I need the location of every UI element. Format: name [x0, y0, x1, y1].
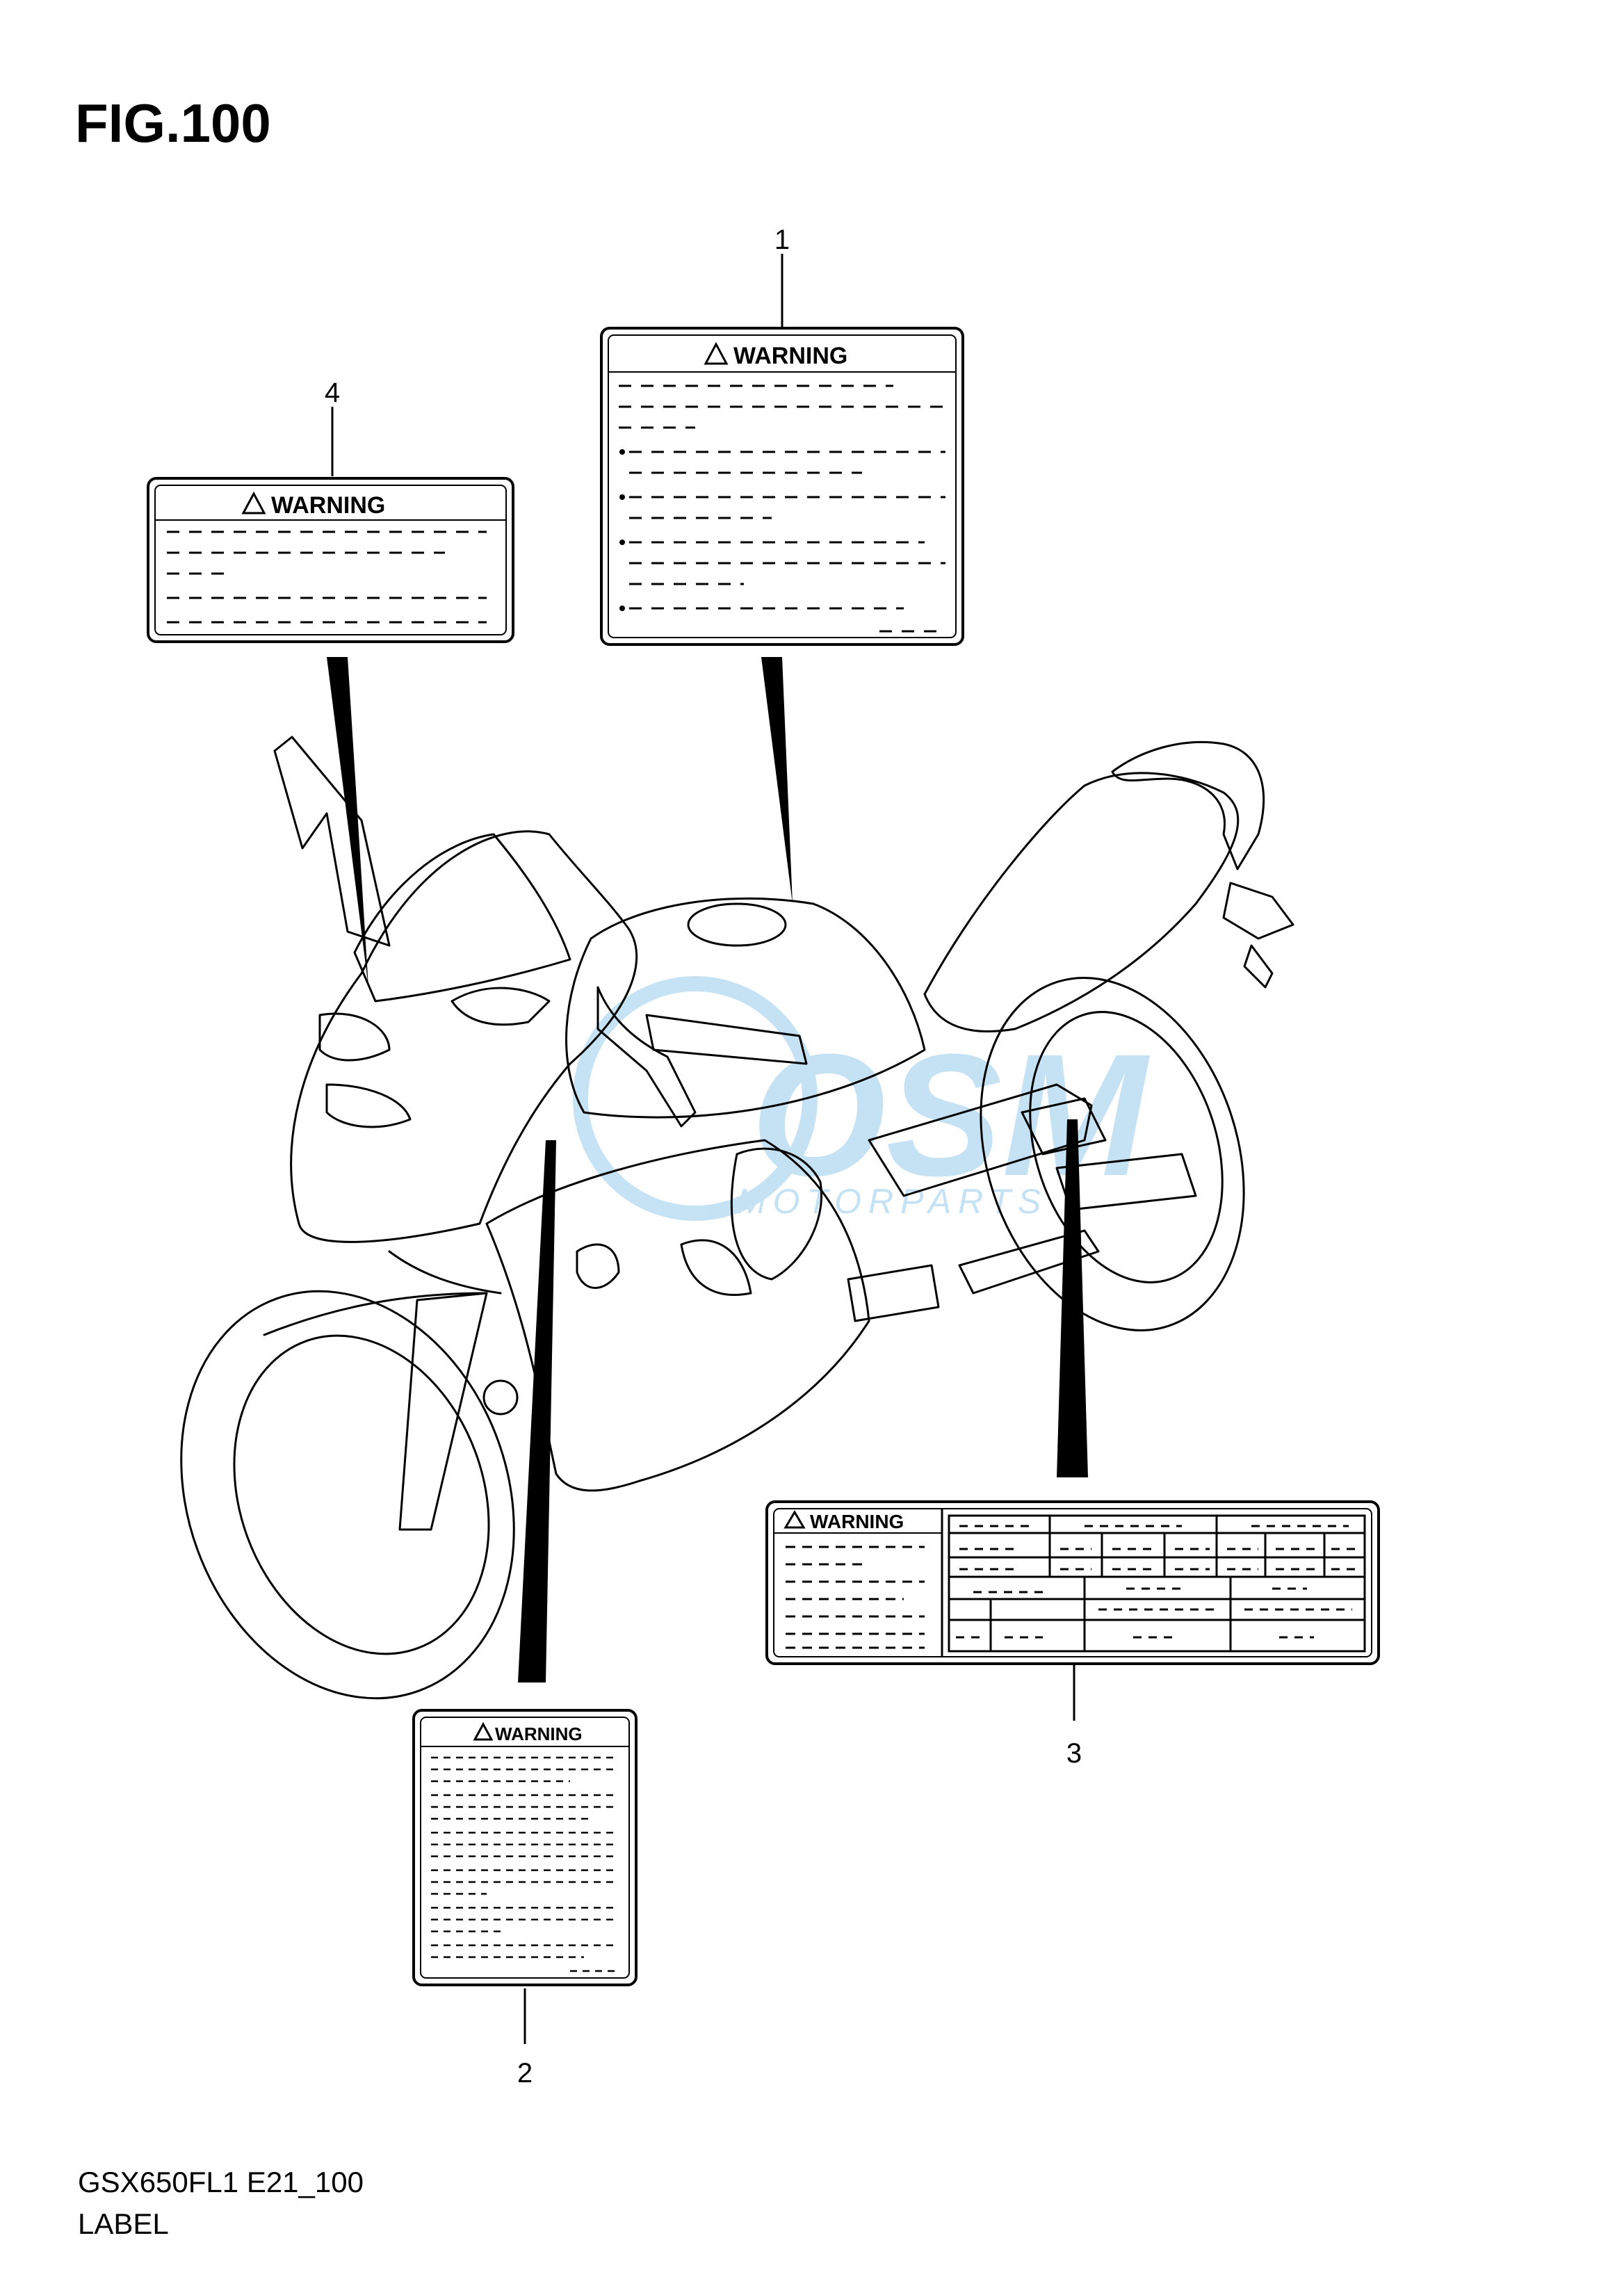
- watermark-brand: OSM: [751, 1018, 1150, 1212]
- label-4-title: WARNING: [271, 492, 385, 519]
- warning-triangle-icon: [473, 1721, 494, 1741]
- label-1-title: WARNING: [733, 343, 847, 369]
- callout-number-1: 1: [774, 225, 790, 255]
- warning-triangle-icon: [783, 1510, 806, 1529]
- label-3: WARNING: [765, 1500, 1380, 1769]
- leader-wedge-3: [1057, 1119, 1088, 1477]
- leader-wedge-4: [327, 657, 368, 987]
- motorcycle-drawing: [180, 736, 1294, 1700]
- watermark: OSM MOTORPARTS: [573, 976, 1150, 1221]
- label-3-title: WARNING: [810, 1511, 904, 1532]
- watermark-tagline: MOTORPARTS: [737, 1182, 1048, 1221]
- warning-triangle-icon: [241, 491, 266, 514]
- label-1: WARNING 1: [600, 225, 964, 646]
- leader-wedge-1: [761, 657, 793, 904]
- leader-wedge-2: [518, 1140, 556, 1682]
- figure-title: FIG.100: [75, 92, 271, 154]
- model-code: GSX650FL1 E21_100: [78, 2166, 364, 2198]
- label-2: WARNING 2: [412, 1709, 638, 2089]
- callout-number-3: 3: [1066, 1738, 1082, 1769]
- callout-number-2: 2: [517, 2058, 533, 2089]
- warning-triangle-icon: [704, 341, 729, 365]
- callout-number-4: 4: [325, 378, 340, 408]
- label-4: WARNING 4: [147, 378, 514, 643]
- section-name: LABEL: [78, 2207, 169, 2240]
- leader-lines: [327, 657, 1088, 1682]
- label-2-title: WARNING: [495, 1724, 583, 1744]
- callout-lines: [331, 254, 1075, 2044]
